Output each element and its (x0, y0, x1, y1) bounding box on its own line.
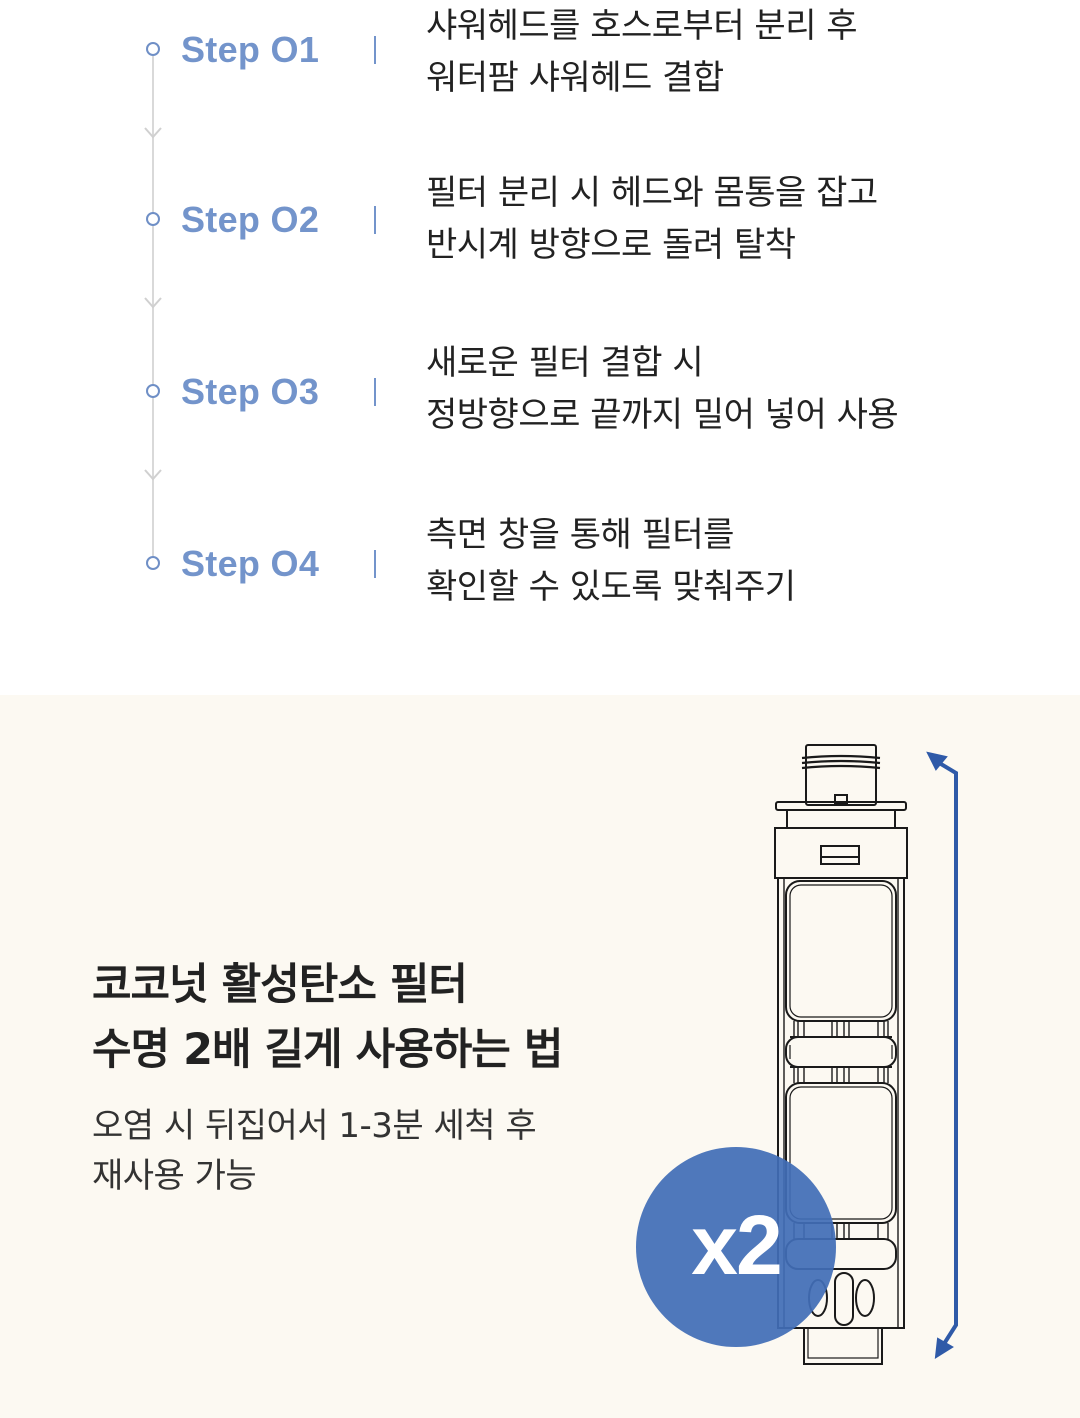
step-description-line: 반시계 방향으로 돌려 탈착 (426, 225, 796, 265)
step-separator (374, 206, 376, 234)
step-separator (374, 36, 376, 64)
step-description-line: 측면 창을 통해 필터를 (426, 515, 734, 555)
step-dot-icon (146, 42, 160, 56)
step-label: Step O2 (181, 199, 320, 240)
step-description-line: 새로운 필터 결합 시 (426, 343, 704, 383)
step-description-line: 샤워헤드를 호스로부터 분리 후 (426, 6, 858, 46)
step-1: Step O1 샤워헤드를 호스로부터 분리 후 워터팜 샤워헤드 결합 (0, 0, 1080, 110)
step-label: Step O4 (181, 543, 320, 584)
steps-section: Step O1 샤워헤드를 호스로부터 분리 후 워터팜 샤워헤드 결합 Ste… (0, 0, 1080, 695)
flip-arrow-icon (926, 751, 958, 1359)
step-dot-icon (146, 384, 160, 398)
chevron-down-icon (144, 127, 162, 139)
step-label: Step O1 (181, 29, 320, 70)
step-2: Step O2 필터 분리 시 헤드와 몸통을 잡고 반시계 방향으로 돌려 탈… (0, 170, 1080, 280)
promo-title-line: 코코넛 활성탄소 필터 (92, 960, 468, 1010)
step-dot-icon (146, 212, 160, 226)
chevron-down-icon (144, 297, 162, 309)
step-description: 필터 분리 시 헤드와 몸통을 잡고 반시계 방향으로 돌려 탈착 (426, 167, 878, 271)
step-4: Step O4 측면 창을 통해 필터를 확인할 수 있도록 맞춰주기 (0, 514, 1080, 624)
step-label: Step O3 (181, 371, 320, 412)
step-description-line: 워터팜 샤워헤드 결합 (426, 58, 724, 98)
step-description: 새로운 필터 결합 시 정방향으로 끝까지 밀어 넣어 사용 (426, 337, 899, 441)
step-dot-icon (146, 556, 160, 570)
chevron-down-icon (144, 469, 162, 481)
step-3: Step O3 새로운 필터 결합 시 정방향으로 끝까지 밀어 넣어 사용 (0, 342, 1080, 452)
filter-lifespan-section: 코코넛 활성탄소 필터 수명 2배 길게 사용하는 법 오염 시 뒤집어서 1-… (0, 695, 1080, 1418)
step-separator (374, 550, 376, 578)
promo-subtitle-line: 오염 시 뒤집어서 1-3분 세척 후 (92, 1106, 537, 1146)
promo-title: 코코넛 활성탄소 필터 수명 2배 길게 사용하는 법 (92, 953, 563, 1083)
promo-subtitle: 오염 시 뒤집어서 1-3분 세척 후 재사용 가능 (92, 1101, 537, 1201)
step-description: 측면 창을 통해 필터를 확인할 수 있도록 맞춰주기 (426, 509, 796, 613)
step-description-line: 필터 분리 시 헤드와 몸통을 잡고 (426, 173, 878, 213)
step-separator (374, 378, 376, 406)
filter-cartridge-icon (774, 744, 958, 1365)
step-description-line: 확인할 수 있도록 맞춰주기 (426, 567, 796, 607)
step-description-line: 정방향으로 끝까지 밀어 넣어 사용 (426, 395, 899, 435)
promo-subtitle-line: 재사용 가능 (92, 1156, 257, 1196)
badge-label: x2 (691, 1197, 782, 1292)
promo-title-line: 수명 2배 길게 사용하는 법 (92, 1025, 563, 1075)
step-description: 샤워헤드를 호스로부터 분리 후 워터팜 샤워헤드 결합 (426, 0, 858, 104)
x2-badge: x2 (636, 1147, 836, 1347)
